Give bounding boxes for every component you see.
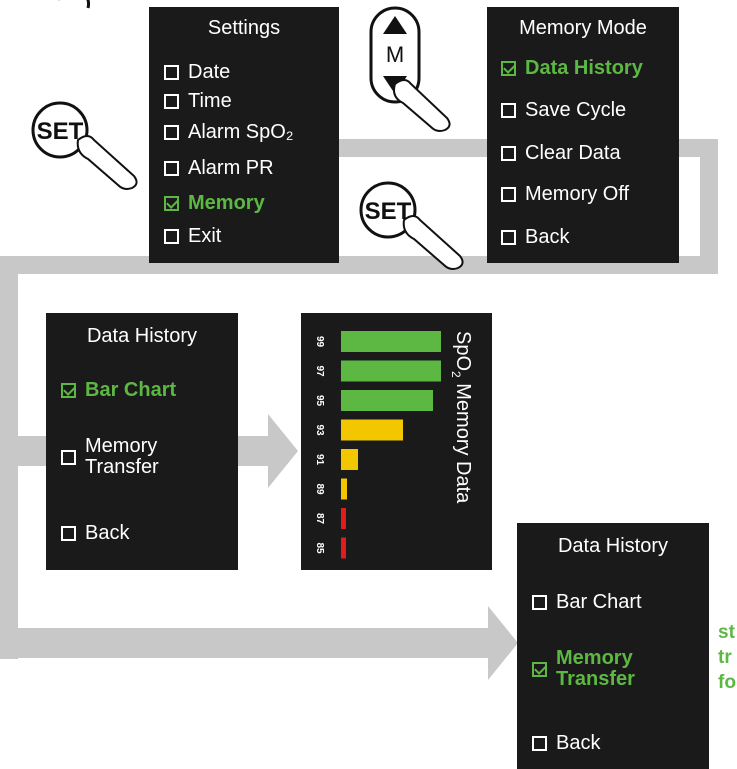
data-history-item-bar-chart[interactable]: Bar Chart (61, 379, 176, 402)
memory-transfer-line2: Transfer (85, 456, 159, 478)
checked-checkbox-icon (532, 661, 547, 677)
checkbox-icon (501, 230, 516, 245)
tick-label-97: 97 (314, 365, 325, 377)
memory-transfer-line1: Memory (85, 435, 158, 457)
set-button-1: SET (31, 101, 138, 190)
checked-checkbox-icon (501, 61, 516, 76)
checked-checkbox-icon (164, 196, 179, 211)
tick-label-89: 89 (314, 483, 325, 495)
checked-checkbox-icon (61, 383, 76, 398)
bar-91 (341, 449, 358, 470)
memory-mode-panel: Memory Mode Data History Save Cycle Clea… (487, 7, 679, 263)
settings-item-memory[interactable]: Memory (164, 192, 265, 215)
tick-label-91: 91 (314, 454, 325, 466)
m-button: M (369, 6, 451, 132)
side-note: st tr fo (718, 620, 736, 695)
bar-93 (341, 419, 403, 441)
checkbox-icon (61, 449, 76, 465)
checkbox-icon (61, 526, 76, 541)
set-button-2: SET (359, 181, 464, 270)
arrow-to-chart (268, 414, 298, 488)
checkbox-icon (501, 187, 516, 202)
settings-item-alarm-spo2[interactable]: Alarm SpO₂ (164, 121, 294, 144)
checkbox-icon (501, 103, 516, 118)
checkbox-icon (164, 65, 179, 80)
data-history-2-item-back[interactable]: Back (532, 732, 600, 755)
bar-89 (341, 478, 347, 500)
svg-text:SET: SET (37, 118, 84, 145)
spo2-bar-chart: 99 97 95 93 91 89 87 85 (314, 331, 441, 559)
checkbox-icon (164, 229, 179, 244)
svg-text:M: M (386, 42, 404, 67)
tick-label-87: 87 (314, 513, 325, 525)
data-history-title-2: Data History (557, 535, 669, 557)
memory-transfer-2-line2: Transfer (556, 668, 635, 690)
settings-item-time[interactable]: Time (164, 90, 232, 113)
tick-label-85: 85 (314, 542, 325, 554)
memory-item-clear-data[interactable]: Clear Data (501, 142, 621, 165)
bar-85 (341, 537, 346, 559)
side-note-line3: fo (718, 672, 736, 693)
memory-item-memory-off[interactable]: Memory Off (501, 183, 629, 206)
memory-mode-title: Memory Mode (519, 17, 647, 39)
settings-item-date[interactable]: Date (164, 61, 230, 84)
bar-99 (341, 331, 441, 352)
memory-item-back[interactable]: Back (501, 226, 569, 249)
bar-97 (341, 360, 441, 382)
settings-item-exit[interactable]: Exit (164, 225, 221, 248)
checkbox-icon (501, 146, 516, 161)
settings-title: Settings (207, 17, 281, 39)
data-history-item-back[interactable]: Back (61, 522, 129, 545)
memory-transfer-2-line1: Memory (556, 647, 633, 669)
memory-item-data-history[interactable]: Data History (501, 57, 643, 80)
tick-label-95: 95 (314, 395, 325, 407)
bar-87 (341, 508, 346, 529)
side-note-line2: tr (718, 647, 732, 668)
checkbox-icon (532, 595, 547, 610)
arrow-to-data-history-2 (488, 606, 518, 680)
memory-item-save-cycle[interactable]: Save Cycle (501, 99, 626, 122)
checkbox-icon (164, 94, 179, 109)
side-note-line1: st (718, 622, 735, 643)
checkbox-icon (164, 161, 179, 176)
tick-label-93: 93 (314, 424, 325, 436)
data-history-2-item-bar-chart[interactable]: Bar Chart (532, 591, 642, 614)
connector-settings-to-memory (338, 139, 488, 157)
settings-item-alarm-pr[interactable]: Alarm PR (164, 157, 274, 180)
spo2-chart-panel: 99 97 95 93 91 89 87 85 SpO2 Memory Data (301, 313, 492, 570)
partial-circle (58, 0, 91, 9)
data-history-title: Data History (86, 325, 198, 347)
chart-title: SpO2 Memory Data (449, 331, 474, 504)
checkbox-icon (532, 736, 547, 751)
tick-label-99: 99 (314, 336, 325, 348)
settings-panel: Settings Date Time Alarm SpO₂ Alarm PR M… (149, 7, 339, 263)
bar-95 (341, 390, 433, 411)
checkbox-icon (164, 125, 179, 140)
